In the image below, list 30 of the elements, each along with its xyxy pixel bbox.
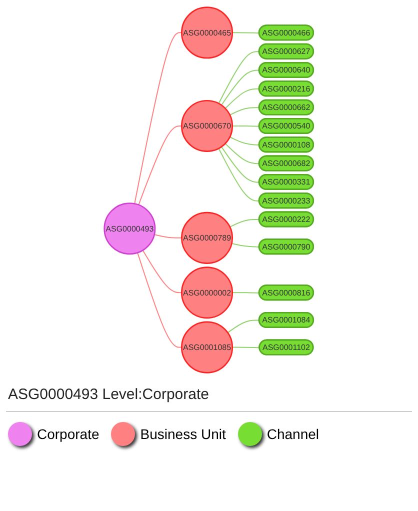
connector (224, 88, 260, 109)
connector (142, 250, 182, 294)
node-circle (104, 202, 156, 255)
connector (221, 146, 260, 183)
connector (230, 136, 260, 146)
connector (221, 70, 260, 106)
connector (227, 320, 260, 334)
connector (232, 32, 260, 34)
node-circle (181, 266, 234, 319)
node-circle (181, 321, 234, 374)
connector (137, 252, 182, 348)
connector (218, 51, 260, 104)
node-circle (181, 100, 234, 152)
connector (138, 125, 182, 206)
node-circle (181, 6, 234, 59)
connector (224, 143, 260, 164)
connector (134, 32, 182, 204)
legend-label: Channel (266, 426, 320, 442)
connector (230, 219, 260, 228)
node-circle (181, 212, 234, 264)
connector (232, 346, 260, 348)
legend-label: Business Unit (140, 426, 226, 442)
connector (218, 148, 260, 202)
selection-caption: ASG0000493 Level:Corporate (8, 386, 210, 403)
connector (154, 234, 182, 238)
legend-label: Corporate (37, 426, 100, 442)
connector (230, 107, 260, 116)
connector (232, 125, 260, 127)
connector (231, 242, 260, 248)
connector (232, 292, 260, 294)
